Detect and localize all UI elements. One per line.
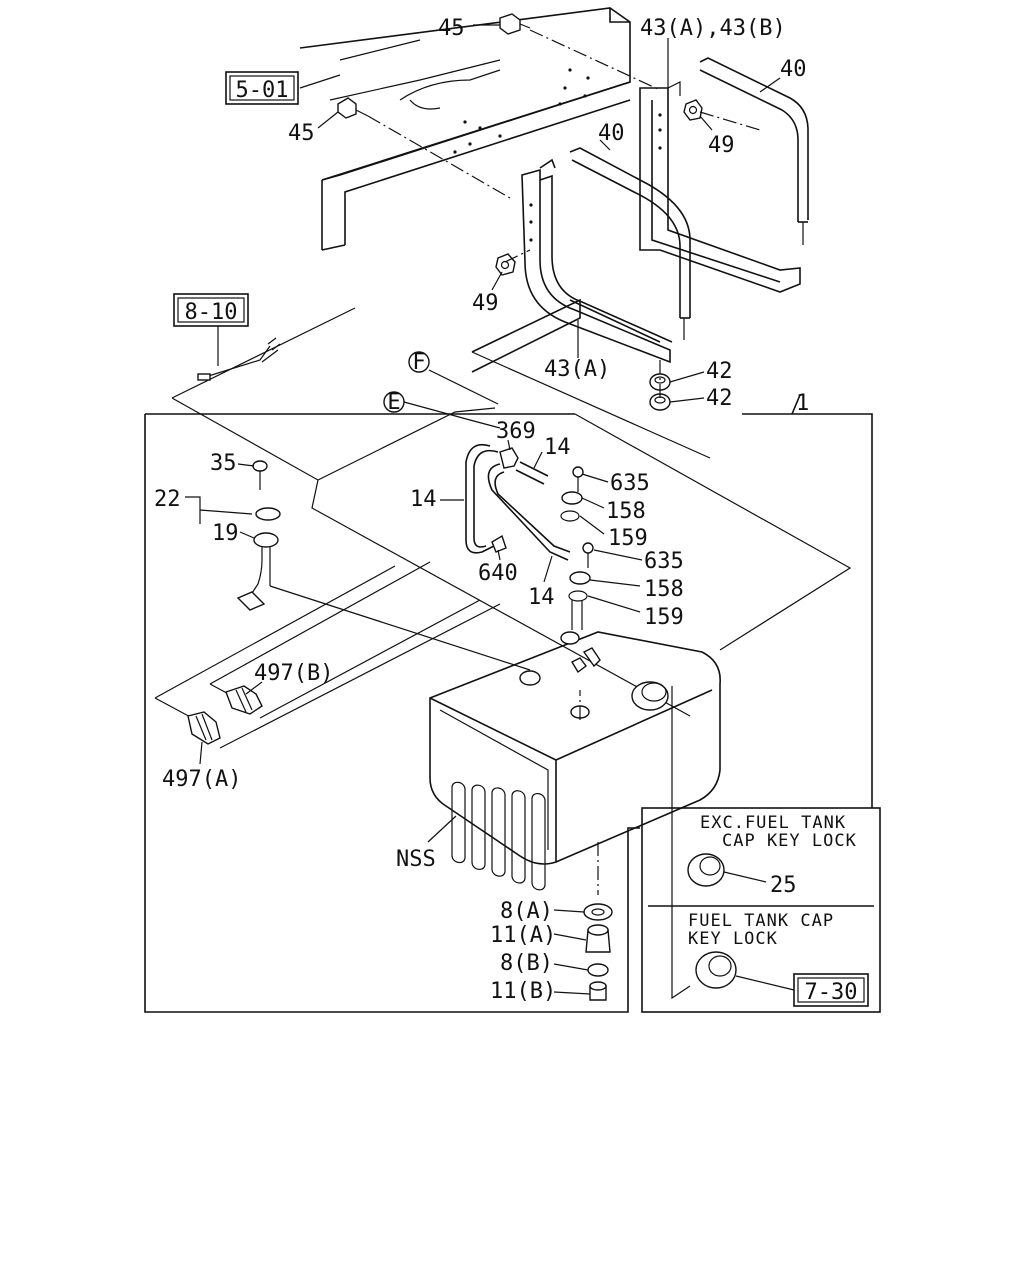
ref-box-5-01[interactable]: 5-01 — [225, 71, 299, 105]
fuel-cap-keylock — [695, 951, 737, 989]
callout-35: 35 — [210, 451, 237, 476]
callout-45-top: 45 — [438, 16, 465, 41]
callout-11a: 11(A) — [490, 923, 556, 948]
callout-640: 640 — [478, 561, 518, 586]
hose-14-left — [465, 443, 499, 554]
tank-end-ribs — [451, 781, 546, 891]
harness-8-10 — [197, 337, 281, 381]
callout-158-b: 158 — [644, 577, 684, 602]
callout-42-lower: 42 — [706, 386, 733, 411]
connector-e-label: E — [387, 390, 400, 415]
callout-635-a: 635 — [610, 471, 650, 496]
frame-rail — [299, 7, 631, 251]
callout-497a: 497(A) — [162, 767, 241, 792]
callout-159-a: 159 — [608, 526, 648, 551]
connector-497a — [187, 711, 221, 745]
callout-43a: 43(A) — [544, 357, 610, 382]
ref-box-7-30[interactable]: 7-30 — [793, 973, 869, 1007]
callout-158-a: 158 — [606, 499, 646, 524]
screw-35 — [252, 460, 268, 490]
ref-8-10-label: 8-10 — [185, 300, 238, 325]
tank-assembly-outline — [144, 394, 873, 1013]
screw-635-a — [572, 466, 584, 492]
callout-nss: NSS — [396, 847, 436, 872]
callout-11b: 11(B) — [490, 979, 556, 1004]
callout-40-rear: 40 — [780, 57, 807, 82]
fuel-cap-inset: EXC.FUEL TANK CAP KEY LOCK FUEL TANK CAP… — [641, 807, 881, 1013]
nut-49-lower — [495, 253, 516, 276]
screw-635-b — [582, 542, 594, 568]
washer-8a — [583, 903, 613, 921]
inset-top-line1: EXC.FUEL TANK — [700, 813, 846, 833]
callout-14-short: 14 — [544, 435, 571, 460]
callout-19: 19 — [212, 521, 239, 546]
tee-369 — [499, 447, 519, 469]
clamp-159-b — [568, 590, 588, 602]
callout-497b: 497(B) — [254, 661, 333, 686]
bolt-45-top — [499, 13, 531, 35]
connector-f-marker: F — [408, 350, 430, 375]
plug-11b — [589, 981, 607, 1001]
bolt-45-side — [337, 97, 369, 119]
ref-7-30-label: 7-30 — [805, 980, 858, 1005]
callout-159-b: 159 — [644, 605, 684, 630]
callout-49-top: 49 — [708, 133, 735, 158]
connector-f-label: F — [412, 350, 425, 375]
ref-5-01-label: 5-01 — [236, 78, 289, 103]
gasket-22 — [255, 507, 281, 521]
nut-49-top — [683, 99, 703, 121]
callout-49-lower: 49 — [472, 291, 499, 316]
connector-e-marker: E — [383, 390, 405, 415]
callout-369: 369 — [496, 419, 536, 444]
callout-43ab: 43(A),43(B) — [640, 16, 786, 41]
connector-497b — [225, 685, 263, 715]
callout-42-upper: 42 — [706, 359, 733, 384]
callout-8b: 8(B) — [500, 951, 553, 976]
callout-22: 22 — [154, 487, 181, 512]
washer-8b — [587, 963, 609, 977]
fuel-tank — [429, 631, 721, 891]
callout-40-front: 40 — [598, 121, 625, 146]
callout-45-side: 45 — [288, 121, 315, 146]
callout-8a: 8(A) — [500, 899, 553, 924]
callout-1: 1 — [796, 391, 809, 416]
hose-14-short — [515, 461, 549, 485]
callout-635-b: 635 — [644, 549, 684, 574]
plug-11a — [585, 924, 611, 953]
sender-19 — [236, 532, 279, 611]
callout-14-bent: 14 — [528, 585, 555, 610]
clip-640 — [491, 534, 507, 553]
clamp-159-a — [560, 510, 580, 522]
inset-bottom-line2: KEY LOCK — [688, 929, 778, 949]
grommet-158-b — [569, 571, 591, 585]
callout-25: 25 — [770, 873, 797, 898]
ref-box-8-10[interactable]: 8-10 — [173, 293, 249, 327]
inset-bottom-line1: FUEL TANK CAP — [688, 911, 834, 931]
fuel-cap-25 — [687, 853, 725, 887]
leader-lines — [185, 24, 795, 995]
hose-14-bent — [487, 463, 571, 561]
grommet-158-a — [561, 491, 583, 505]
callouts: 45 45 43(A),43(B) 40 40 49 49 43(A) 42 4… — [154, 16, 809, 1004]
inset-top-line2: CAP KEY LOCK — [722, 831, 857, 851]
callout-14-left: 14 — [410, 487, 437, 512]
